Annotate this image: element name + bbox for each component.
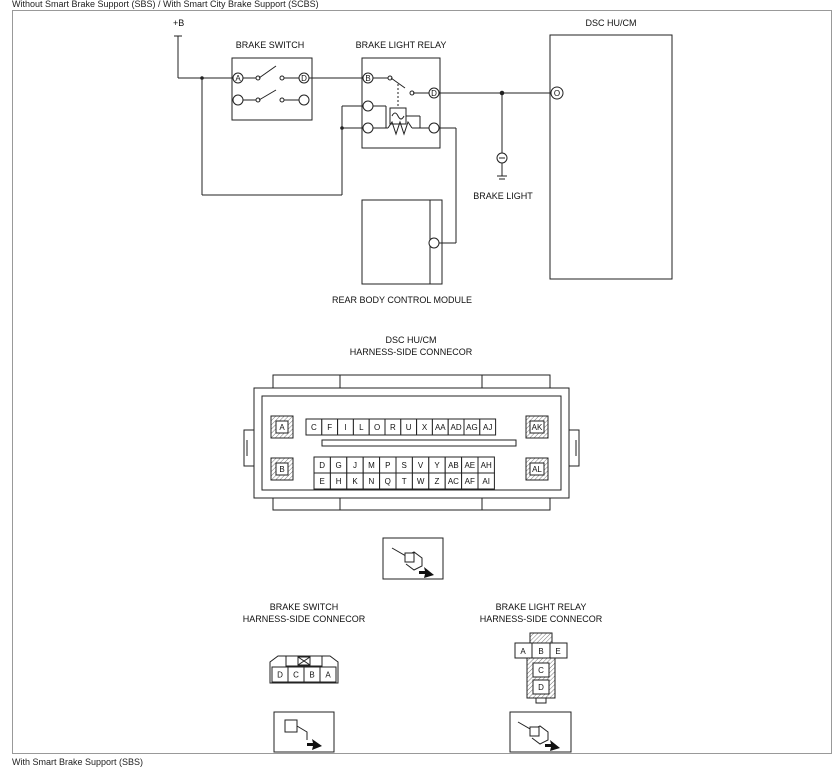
relay-pin-a: A xyxy=(520,647,526,656)
connector-pin-label: J xyxy=(353,461,357,470)
connector-pin-label: H xyxy=(336,477,342,486)
connector-pin-cell xyxy=(477,472,495,490)
connector-pin-label: AB xyxy=(448,461,459,470)
connector-pin-label: S xyxy=(402,461,407,470)
switch-view-icon xyxy=(273,711,335,753)
brake-light-label: BRAKE LIGHT xyxy=(473,191,533,201)
connector-pin-label: D xyxy=(277,671,283,680)
dsc-connector-title: DSC HU/CM xyxy=(386,335,437,345)
connector-pin-label: AG xyxy=(466,423,478,432)
connector-pin-label: AH xyxy=(481,461,492,470)
connector-pin-label: W xyxy=(417,477,425,486)
connector-pin-label: G xyxy=(335,461,341,470)
connector-pin-label: N xyxy=(369,477,375,486)
connector-pin-label: B xyxy=(309,671,314,680)
dsc-pin-al: AL xyxy=(532,465,542,474)
dsc-pin-row-3: E H K N Q T W Z AC AF AI xyxy=(313,472,495,490)
rbcm-label: REAR BODY CONTROL MODULE xyxy=(332,295,472,305)
dsc-corner-pins xyxy=(270,415,549,481)
dsc-pin-row-2: D G J M P S V Y AB AE AH xyxy=(313,456,495,474)
connector-pin-label: L xyxy=(359,423,364,432)
diagram-frame xyxy=(12,10,832,754)
connector-pin-label: Z xyxy=(435,477,440,486)
connector-pin-label: AF xyxy=(465,477,475,486)
switch-term-d-label: D xyxy=(301,74,307,83)
dsc-pin-b: B xyxy=(279,465,284,474)
switch-connector-title: BRAKE SWITCH xyxy=(270,602,339,612)
view-direction-icon xyxy=(382,537,444,580)
plus-b-label: +B xyxy=(173,18,184,28)
connector-pin-label: Q xyxy=(385,477,391,486)
brake-switch-label: BRAKE SWITCH xyxy=(236,40,305,50)
relay-term-b-label: B xyxy=(365,74,370,83)
connector-pin-label: T xyxy=(402,477,407,486)
connector-pin-label: E xyxy=(320,477,325,486)
dsc-hucm-label: DSC HU/CM xyxy=(586,18,637,28)
connector-pin-label: AI xyxy=(482,477,490,486)
connector-pin-label: V xyxy=(418,461,424,470)
dsc-term-o-label: O xyxy=(554,89,560,98)
connector-pin-label: X xyxy=(422,423,428,432)
connector-pin-label: D xyxy=(319,461,325,470)
connector-pin-label: Y xyxy=(434,461,440,470)
connector-pin-cell xyxy=(319,666,337,683)
brake-light-relay-label: BRAKE LIGHT RELAY xyxy=(356,40,447,50)
connector-pin-label: I xyxy=(344,423,346,432)
relay-pin-b: B xyxy=(538,647,543,656)
connector-pin-label: K xyxy=(352,477,358,486)
header-caption: Without Smart Brake Support (SBS) / With… xyxy=(12,0,319,9)
switch-term-a-label: A xyxy=(235,74,241,83)
connector-pin-label: A xyxy=(325,671,331,680)
connector-pin-label: AJ xyxy=(483,423,492,432)
dsc-connector-subtitle: HARNESS-SIDE CONNECOR xyxy=(350,347,473,357)
footer-caption: With Smart Brake Support (SBS) xyxy=(12,757,144,767)
connector-pin-label: F xyxy=(327,423,332,432)
connector-pin-label: AC xyxy=(448,477,459,486)
relay-view-icon xyxy=(509,711,572,753)
connector-pin-label: AE xyxy=(464,461,475,470)
relay-term-d-label: D xyxy=(431,89,437,98)
connector-pin-label: C xyxy=(293,671,299,680)
connector-pin-label: P xyxy=(385,461,390,470)
connector-pin-label: C xyxy=(311,423,317,432)
relay-pin-c: C xyxy=(538,666,544,675)
relay-connector-subtitle: HARNESS-SIDE CONNECOR xyxy=(480,614,603,624)
connector-pin-label: AD xyxy=(451,423,462,432)
switch-connector-subtitle: HARNESS-SIDE CONNECOR xyxy=(243,614,366,624)
connector-pin-cell xyxy=(479,418,497,436)
connector-pin-label: U xyxy=(406,423,412,432)
relay-connector-title: BRAKE LIGHT RELAY xyxy=(496,602,587,612)
dsc-pin-ak: AK xyxy=(532,423,543,432)
connector-pin-label: M xyxy=(368,461,375,470)
relay-pin-d: D xyxy=(538,683,544,692)
relay-pin-e: E xyxy=(555,647,560,656)
connector-pin-label: AA xyxy=(435,423,446,432)
dsc-pin-a: A xyxy=(279,423,285,432)
dsc-pin-row-1: C F I L O R U X AA AD AG AJ xyxy=(305,418,497,436)
connector-pin-label: R xyxy=(390,423,396,432)
connector-pin-label: O xyxy=(374,423,380,432)
